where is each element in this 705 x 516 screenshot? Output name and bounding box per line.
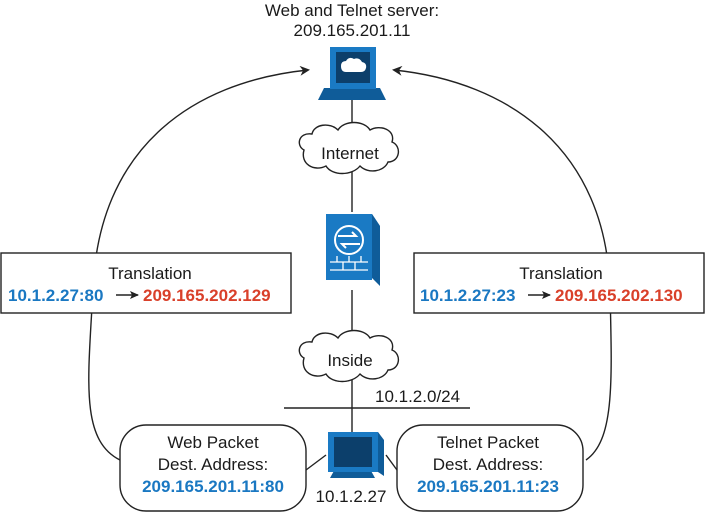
translation-left-title: Translation bbox=[108, 264, 191, 283]
web-packet-dest-label: Dest. Address: bbox=[158, 455, 269, 474]
inside-cloud bbox=[298, 329, 399, 383]
telnet-packet-connector bbox=[385, 454, 398, 471]
right-flow-arrow bbox=[392, 65, 612, 461]
subnet-label: 10.1.2.0/24 bbox=[375, 387, 460, 406]
firewall-icon bbox=[326, 214, 380, 286]
server-label-line1: Web and Telnet server: bbox=[265, 1, 439, 20]
translation-right-from: 10.1.2.27:23 bbox=[420, 286, 515, 305]
telnet-packet-address: 209.165.201.11:23 bbox=[417, 477, 559, 496]
host-ip-label: 10.1.2.27 bbox=[316, 487, 387, 506]
translation-right-title: Translation bbox=[519, 264, 602, 283]
translation-left-from: 10.1.2.27:80 bbox=[8, 286, 103, 305]
telnet-packet-box bbox=[396, 424, 584, 512]
web-packet-title: Web Packet bbox=[167, 433, 259, 452]
server-label-line2: 209.165.201.11 bbox=[294, 21, 411, 40]
telnet-packet-title: Telnet Packet bbox=[437, 433, 539, 452]
host-computer-icon bbox=[328, 432, 384, 478]
left-flow-arrow bbox=[88, 65, 310, 461]
translation-left-to: 209.165.202.129 bbox=[143, 286, 271, 305]
translation-box-right bbox=[413, 252, 705, 314]
web-packet-box bbox=[119, 424, 307, 512]
internet-label: Internet bbox=[321, 144, 379, 163]
internet-cloud bbox=[298, 121, 399, 175]
translation-box-left bbox=[0, 252, 292, 314]
server-computer-icon bbox=[318, 47, 386, 100]
telnet-packet-dest-label: Dest. Address: bbox=[433, 455, 544, 474]
web-packet-connector bbox=[305, 454, 327, 471]
translation-right-to: 209.165.202.130 bbox=[555, 286, 683, 305]
inside-label: Inside bbox=[327, 351, 372, 370]
web-packet-address: 209.165.201.11:80 bbox=[142, 477, 284, 496]
